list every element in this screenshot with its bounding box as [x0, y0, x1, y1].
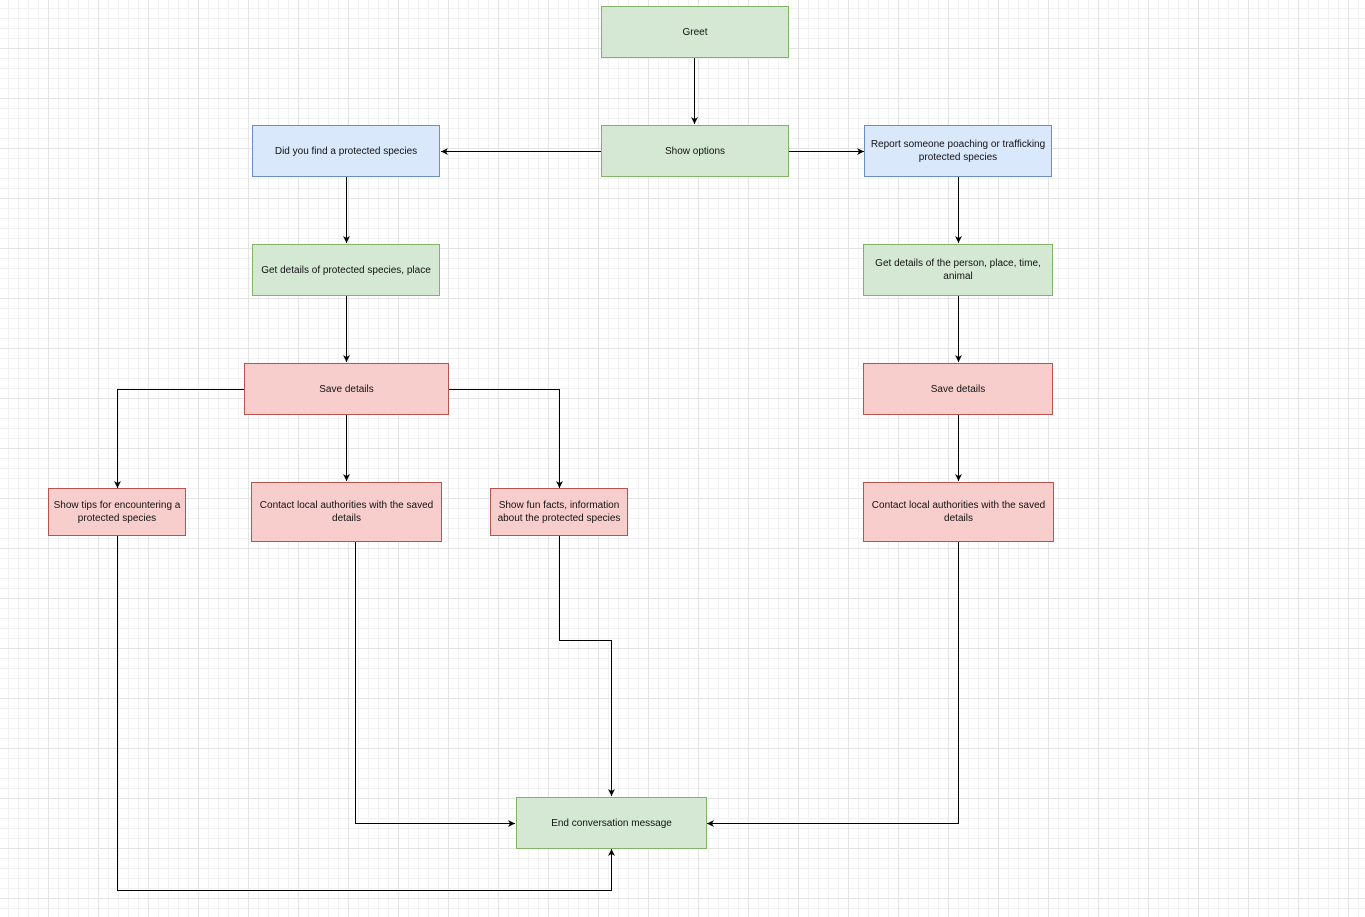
node-show-options[interactable]: Show options — [601, 125, 789, 177]
node-save-right-label: Save details — [930, 383, 986, 395]
edge-tips-to-end — [117, 535, 615, 891]
node-show-options-label: Show options — [664, 145, 726, 157]
node-save-right[interactable]: Save details — [863, 363, 1053, 415]
node-contact-right[interactable]: Contact local authorities with the saved… — [863, 482, 1054, 542]
node-greet[interactable]: Greet — [601, 6, 789, 58]
edge-contact-left-to-end — [355, 541, 515, 827]
node-contact-left-label: Contact local authorities with the saved… — [259, 500, 434, 524]
edge-save-left-to-fun-facts — [448, 389, 563, 488]
node-details-person[interactable]: Get details of the person, place, time, … — [863, 244, 1053, 296]
node-tips-label: Show tips for encountering a protected s… — [53, 500, 181, 524]
node-details-species[interactable]: Get details of protected species, place — [252, 244, 440, 296]
node-fun-facts-label: Show fun facts, information about the pr… — [497, 500, 621, 524]
node-greet-label: Greet — [682, 26, 708, 38]
node-end-label: End conversation message — [551, 817, 672, 829]
node-report-poaching-label: Report someone poaching or trafficking p… — [870, 139, 1046, 163]
node-save-left[interactable]: Save details — [244, 363, 449, 415]
node-found-species[interactable]: Did you find a protected species — [252, 125, 440, 177]
node-report-poaching[interactable]: Report someone poaching or trafficking p… — [864, 125, 1052, 177]
node-found-species-label: Did you find a protected species — [274, 145, 418, 157]
node-details-person-label: Get details of the person, place, time, … — [875, 258, 1041, 282]
node-contact-left[interactable]: Contact local authorities with the saved… — [251, 482, 442, 542]
node-end[interactable]: End conversation message — [516, 797, 707, 849]
edge-contact-right-to-end — [707, 541, 959, 827]
node-fun-facts[interactable]: Show fun facts, information about the pr… — [490, 488, 628, 536]
node-save-left-label: Save details — [319, 383, 374, 395]
edge-save-left-to-tips — [114, 389, 244, 488]
node-contact-right-label: Contact local authorities with the saved… — [871, 500, 1046, 524]
node-tips[interactable]: Show tips for encountering a protected s… — [48, 488, 186, 536]
node-details-species-label: Get details of protected species, place — [261, 264, 431, 276]
edge-fun-facts-to-end — [559, 535, 615, 796]
